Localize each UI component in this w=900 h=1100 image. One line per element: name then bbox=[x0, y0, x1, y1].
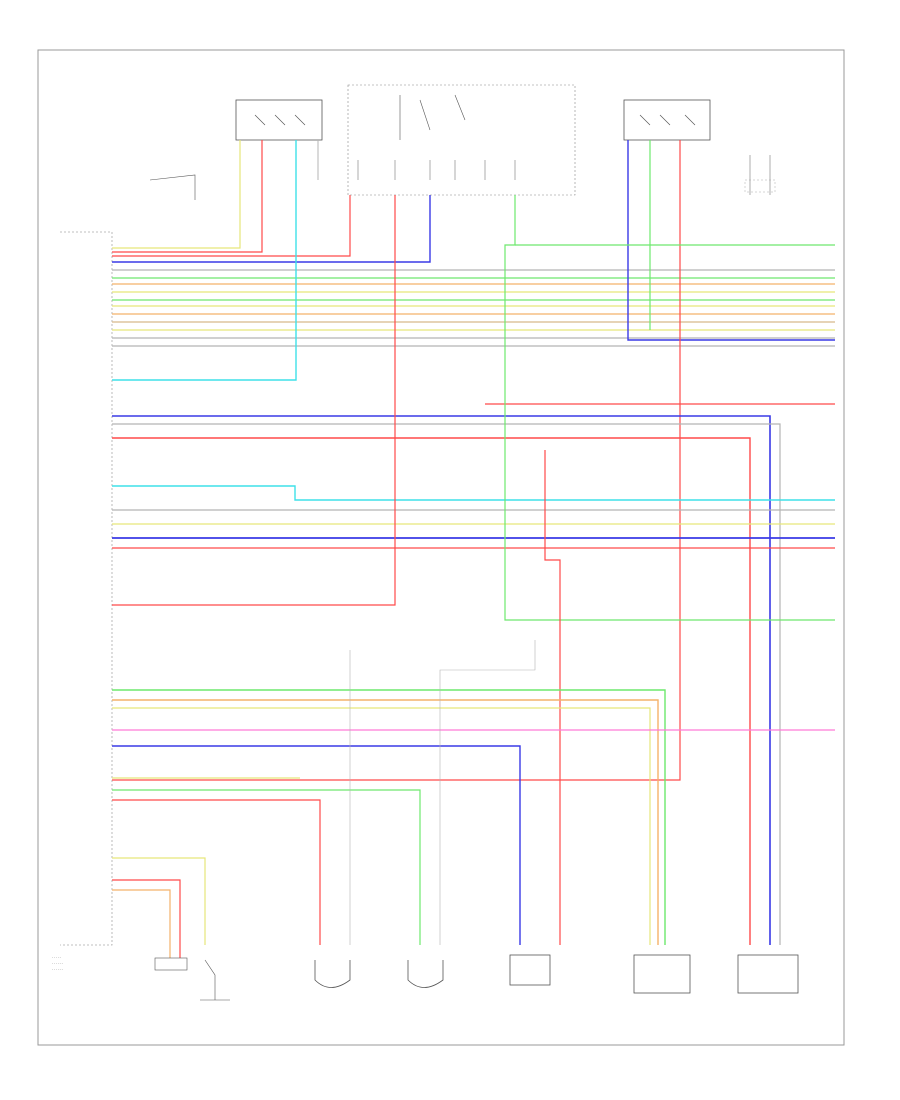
component-sensor-4 bbox=[407, 960, 444, 988]
engine-control-module: - - - - - - - - - - - - - - - - - bbox=[52, 231, 113, 971]
wire-blue bbox=[112, 195, 431, 263]
wire-yellow bbox=[112, 707, 651, 945]
relay-box-left bbox=[235, 99, 323, 141]
wire-orange bbox=[112, 889, 171, 958]
wire-cyan bbox=[112, 485, 835, 501]
wire-red bbox=[544, 450, 561, 945]
wire-yellow bbox=[112, 140, 241, 249]
wire-green bbox=[112, 689, 666, 945]
component-sensor-3 bbox=[314, 960, 351, 988]
fuse-relay-block bbox=[347, 84, 576, 196]
wire-yellow bbox=[112, 857, 206, 945]
component-switch-2 bbox=[200, 959, 230, 1001]
wire-blue bbox=[112, 745, 521, 945]
relay-box-right bbox=[623, 99, 711, 141]
svg-text:- - - - - -: - - - - - - bbox=[52, 967, 63, 971]
small-switch-top-right bbox=[744, 155, 776, 195]
wire-gray bbox=[439, 640, 536, 945]
wire-green bbox=[504, 195, 835, 621]
wire-red bbox=[112, 437, 751, 945]
wire-green bbox=[112, 789, 421, 945]
wire-blue bbox=[112, 415, 771, 945]
svg-text:- - - - -: - - - - - bbox=[52, 955, 61, 959]
wire-orange bbox=[112, 699, 659, 945]
diagram-frame bbox=[37, 49, 845, 1046]
wire-gray bbox=[112, 423, 781, 945]
wire-red bbox=[112, 140, 681, 781]
switch-top-left bbox=[149, 174, 196, 200]
wire-blue bbox=[627, 140, 835, 341]
wire-red bbox=[112, 195, 396, 606]
component-sensor-1 bbox=[154, 957, 188, 971]
wire-red bbox=[112, 140, 263, 253]
wire-red bbox=[112, 799, 321, 945]
wire-cyan bbox=[112, 140, 297, 381]
component-fuel-pump bbox=[633, 954, 691, 994]
wire-red bbox=[112, 195, 351, 257]
component-module-right bbox=[737, 954, 799, 994]
wire-harness bbox=[112, 140, 835, 958]
svg-text:- - - - - -: - - - - - - bbox=[52, 961, 63, 965]
component-sensor-5 bbox=[509, 954, 551, 986]
wire-red bbox=[112, 879, 181, 958]
